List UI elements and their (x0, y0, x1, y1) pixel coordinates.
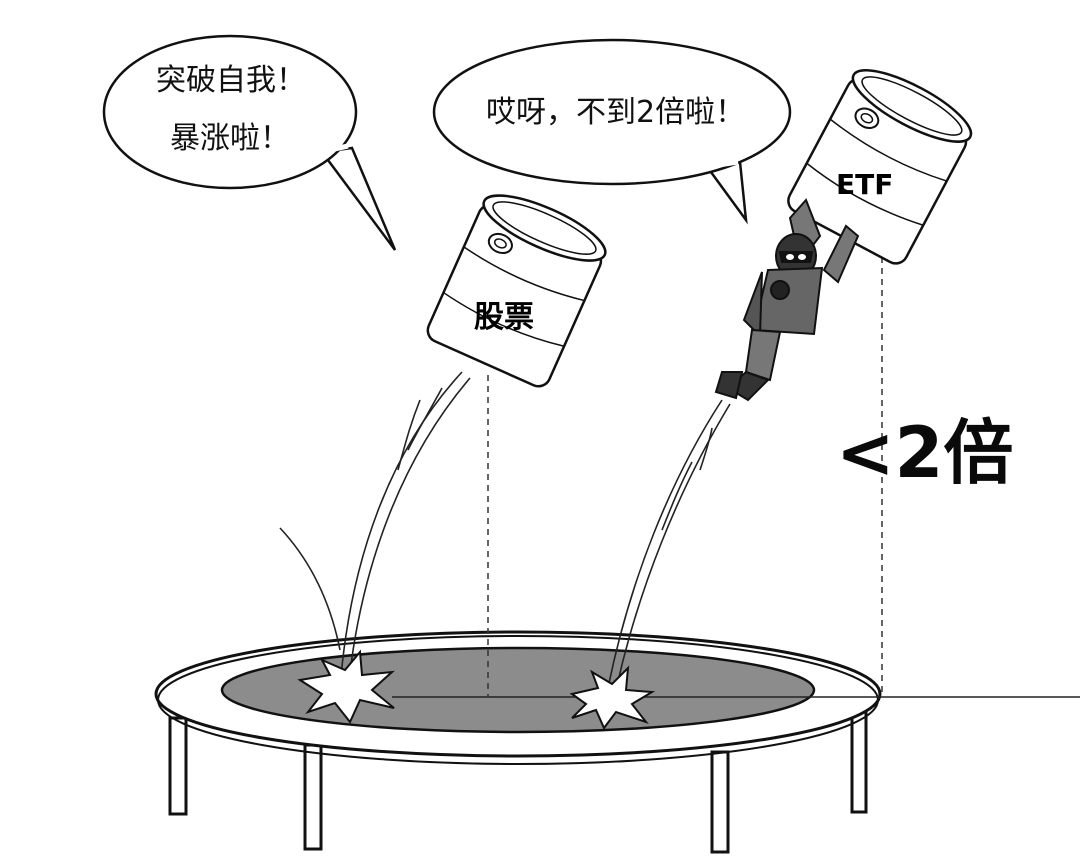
etf-can-label: ETF (836, 168, 894, 201)
speech-bubble-right (432, 38, 792, 225)
bubble-right-text: 哎呀，不到2倍啦！ (486, 95, 746, 130)
speech-bubble-left (102, 34, 397, 251)
superhero-figure (714, 198, 860, 402)
height-comparison-label: <2倍 (836, 412, 1014, 494)
trampoline (154, 630, 882, 765)
etf-can (787, 69, 973, 265)
bubble-left-line2: 暴涨啦！ (170, 121, 290, 156)
trampoline-legs (168, 710, 868, 854)
motion-trails (279, 371, 731, 691)
impact-splat-left (297, 649, 395, 724)
stock-can (426, 194, 607, 388)
impact-splat-right (569, 665, 656, 730)
trampoline-mat (220, 646, 816, 734)
stock-can-label: 股票 (474, 300, 534, 335)
bubble-left-line1: 突破自我！ (156, 63, 306, 98)
